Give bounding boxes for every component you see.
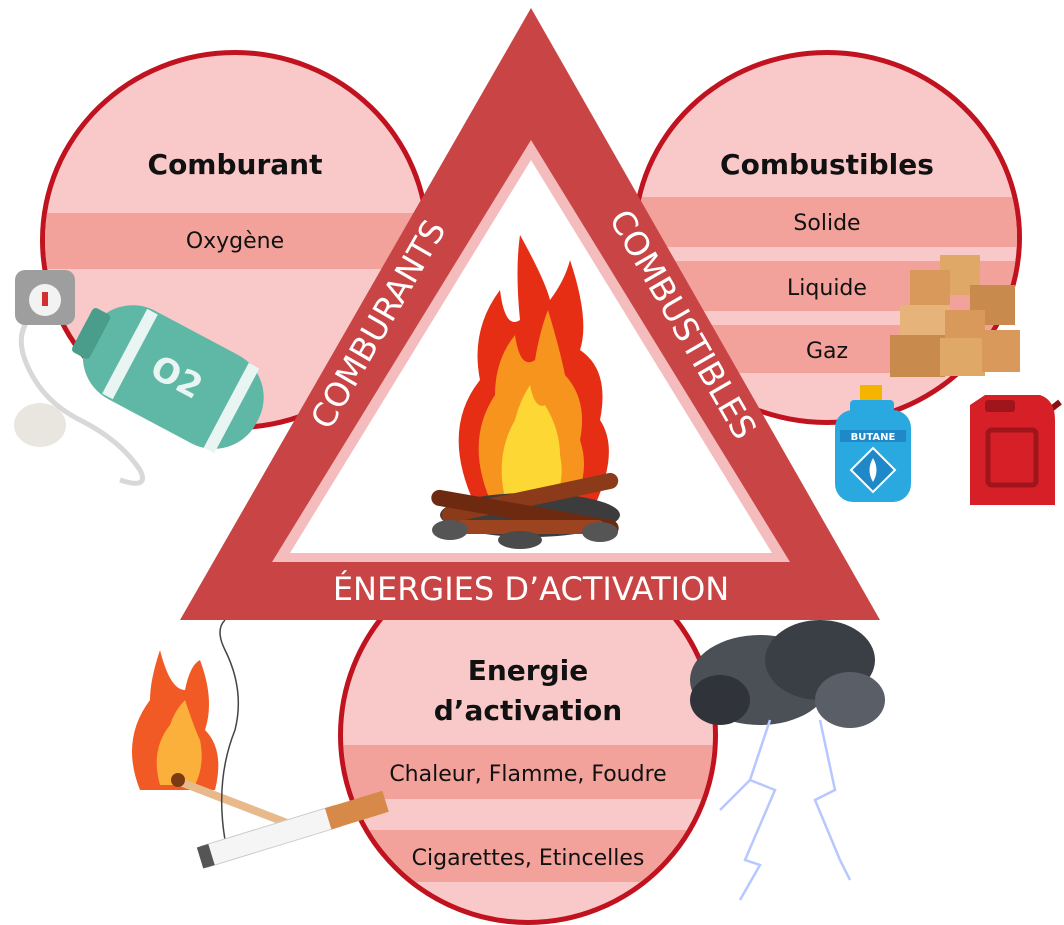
cardboard-boxes-icon [890,255,1020,377]
combustibles-item-liquide: Liquide [787,276,867,301]
energie-band-2 [343,830,713,882]
cigarette-icon [196,790,389,869]
combustibles-item-gaz: Gaz [805,339,849,364]
energie-title-line2: d’activation [433,694,623,727]
match-flame-icon [132,650,219,790]
comburant-title: Comburant [147,148,323,181]
smoke-icon [219,619,240,841]
combustibles-title: Combustibles [720,148,934,181]
energie-band-1 [343,745,713,799]
campfire-icon [431,235,620,549]
combustibles-item-solide: Solide [793,211,861,236]
jerrycan-icon [970,395,1062,505]
comburant-item-oxygene: Oxygène [185,229,285,254]
butane-bottle-icon: BUTANE [835,385,911,502]
comburant-band [45,213,425,269]
energie-item-chaleur: Chaleur, Flamme, Foudre [389,762,667,787]
energie-item-cigarettes: Cigarettes, Etincelles [411,846,645,871]
storm-cloud-icon [690,620,885,728]
oxygen-tank-icon: O2 [14,270,264,486]
triangle-label-energies: ÉNERGIES D’ACTIVATION [333,570,729,608]
match-stick-icon [171,776,304,832]
energie-title-line1: Energie [467,654,589,687]
lightning-icon [719,719,852,901]
butane-label: BUTANE [851,432,896,443]
combustibles-band-1 [637,197,1017,247]
